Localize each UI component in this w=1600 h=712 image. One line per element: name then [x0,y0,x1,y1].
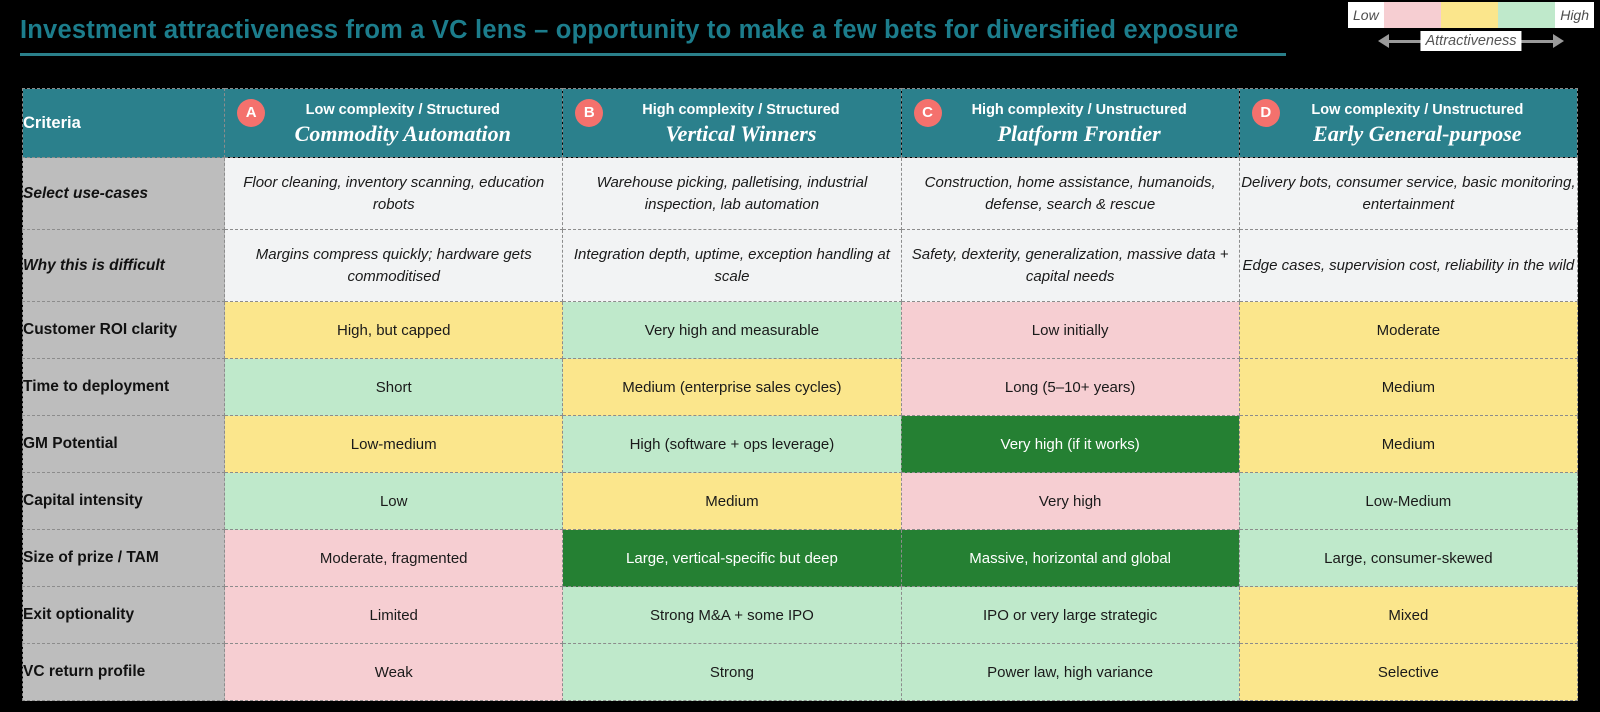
column-subtitle-a: Low complexity / Structured [305,102,500,118]
legend-low-label: Low [1348,2,1384,28]
column-name-c: Platform Frontier [997,121,1161,146]
legend-axis-label: Attractiveness [1420,31,1522,51]
matrix-cell: Floor cleaning, inventory scanning, educ… [224,157,564,230]
legend-axis: Attractiveness [1378,30,1564,52]
matrix-cell: Low-Medium [1238,472,1579,530]
matrix-cell: Low initially [900,301,1240,359]
legend-gradient-bar: Low High [1348,2,1594,28]
matrix-cell: Medium [1238,358,1579,416]
matrix-cell: Strong [562,643,902,701]
matrix-cell: Very high (if it works) [900,415,1240,473]
matrix-cell: Selective [1238,643,1579,701]
matrix-cell: Limited [224,586,564,644]
column-subtitle-d: Low complexity / Unstructured [1311,102,1524,118]
column-header-d: D Low complexity / Unstructured Early Ge… [1238,88,1579,158]
matrix-cell: Edge cases, supervision cost, reliabilit… [1238,229,1579,302]
matrix-cell: Strong M&A + some IPO [562,586,902,644]
matrix-cell: Safety, dexterity, generalization, massi… [900,229,1240,302]
matrix-cell: Low [224,472,564,530]
criteria-label: Customer ROI clarity [21,301,226,359]
criteria-label: Select use-cases [21,157,226,230]
criteria-label: GM Potential [21,415,226,473]
column-subtitle-c: High complexity / Unstructured [971,102,1187,118]
matrix-cell: Construction, home assistance, humanoids… [900,157,1240,230]
matrix-cell: Long (5–10+ years) [900,358,1240,416]
investment-attractiveness-matrix: Criteria A Low complexity / Structured C… [21,88,1579,701]
matrix-cell: Weak [224,643,564,701]
matrix-cell: Large, vertical-specific but deep [562,529,902,587]
matrix-cell: Power law, high variance [900,643,1240,701]
matrix-cell: Delivery bots, consumer service, basic m… [1238,157,1579,230]
criteria-label: Why this is difficult [21,229,226,302]
matrix-cell: Margins compress quickly; hardware gets … [224,229,564,302]
column-subtitle-b: High complexity / Structured [642,102,840,118]
matrix-cell: Medium (enterprise sales cycles) [562,358,902,416]
column-name-b: Vertical Winners [665,121,817,146]
title-area: Investment attractiveness from a VC lens… [0,0,1320,72]
badge-a: A [237,99,266,127]
legend-swatch-low [1383,2,1441,28]
matrix-cell: Medium [1238,415,1579,473]
matrix-cell: IPO or very large strategic [900,586,1240,644]
arrow-left-icon [1378,34,1389,48]
badge-d: D [1251,99,1280,127]
column-name-d: Early General-purpose [1313,121,1522,146]
matrix-cell: Short [224,358,564,416]
criteria-label: Capital intensity [21,472,226,530]
matrix-header: Criteria A Low complexity / Structured C… [21,88,1579,158]
criteria-label: VC return profile [21,643,226,701]
criteria-column-header: Criteria [21,88,226,158]
matrix-cell: Mixed [1238,586,1579,644]
badge-c: C [913,99,942,127]
matrix-cell: High, but capped [224,301,564,359]
matrix-cell: Warehouse picking, palletising, industri… [562,157,902,230]
legend-swatch-high [1498,2,1556,28]
matrix-cell: Massive, horizontal and global [900,529,1240,587]
column-header-c: C High complexity / Unstructured Platfor… [900,88,1240,158]
criteria-label: Exit optionality [21,586,226,644]
arrow-right-icon [1553,34,1564,48]
criteria-label: Size of prize / TAM [21,529,226,587]
matrix-cell: Integration depth, uptime, exception han… [562,229,902,302]
attractiveness-legend: Low High Attractiveness [1348,2,1594,54]
column-name-a: Commodity Automation [294,121,511,146]
legend-high-label: High [1555,2,1594,28]
column-header-b: B High complexity / Structured Vertical … [562,88,902,158]
matrix-cell: Moderate [1238,301,1579,359]
page-title: Investment attractiveness from a VC lens… [20,16,1239,44]
criteria-label: Time to deployment [21,358,226,416]
title-underline-rule [20,53,1286,56]
matrix-cell: High (software + ops leverage) [562,415,902,473]
matrix-cell: Very high and measurable [562,301,902,359]
matrix-cell: Low-medium [224,415,564,473]
matrix-cell: Very high [900,472,1240,530]
matrix-cell: Moderate, fragmented [224,529,564,587]
legend-swatch-mid [1440,2,1499,28]
matrix-cell: Medium [562,472,902,530]
column-header-a: A Low complexity / Structured Commodity … [224,88,564,158]
header-row: Criteria A Low complexity / Structured C… [21,88,1579,158]
matrix-cell: Large, consumer-skewed [1238,529,1579,587]
badge-b: B [575,99,604,127]
